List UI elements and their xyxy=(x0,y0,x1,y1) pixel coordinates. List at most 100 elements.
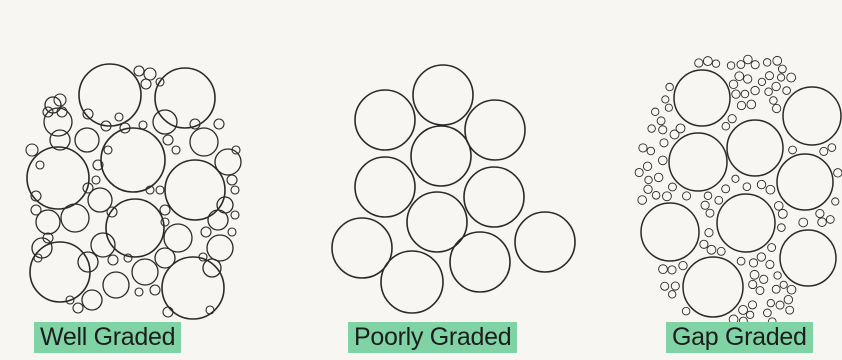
small-particle xyxy=(26,144,38,156)
gap-graded-particles xyxy=(620,0,842,330)
fine-particle xyxy=(741,90,749,98)
fine-particle xyxy=(715,196,723,204)
fine-particle xyxy=(679,261,687,269)
fine-particle xyxy=(717,247,725,255)
fine-particle xyxy=(772,285,780,293)
uniform-particle xyxy=(450,232,510,292)
uniform-particle xyxy=(515,212,575,272)
small-particle xyxy=(108,255,118,265)
fine-particle xyxy=(777,74,784,81)
fine-particle xyxy=(695,59,703,67)
fine-particle xyxy=(737,61,745,69)
small-particle xyxy=(161,218,169,226)
fine-particle xyxy=(778,209,787,218)
fine-particle xyxy=(682,307,690,315)
fine-particle xyxy=(778,224,786,232)
fine-particle xyxy=(644,185,652,193)
fine-particle xyxy=(662,192,671,201)
small-particle xyxy=(163,135,173,145)
fine-particle xyxy=(748,301,756,309)
fine-particle xyxy=(722,122,730,130)
fine-particle xyxy=(789,146,797,154)
medium-particle xyxy=(203,259,221,277)
fine-particle xyxy=(787,285,796,294)
fine-particle xyxy=(772,82,781,91)
fine-particle xyxy=(643,162,651,170)
fine-particle xyxy=(661,282,669,290)
small-particle xyxy=(231,211,239,219)
small-particle xyxy=(115,113,123,121)
medium-particle xyxy=(155,248,175,268)
fine-particle xyxy=(728,115,736,123)
fine-particle xyxy=(799,218,808,227)
fine-particle xyxy=(703,57,712,66)
fine-particle xyxy=(751,61,759,69)
fine-particle xyxy=(826,216,834,224)
fine-particle xyxy=(658,156,667,165)
small-particle xyxy=(228,228,236,236)
fine-particle xyxy=(668,291,675,298)
fine-particle xyxy=(774,202,783,211)
small-particle xyxy=(92,176,100,184)
medium-particle xyxy=(132,259,158,285)
fine-particle xyxy=(744,75,752,83)
fine-particle xyxy=(707,245,716,254)
small-particle xyxy=(104,146,112,154)
fine-particle xyxy=(820,147,828,155)
fine-particle xyxy=(657,117,665,125)
fine-particle xyxy=(722,185,730,193)
medium-particle xyxy=(215,149,241,175)
small-particle xyxy=(107,207,117,217)
fine-particle xyxy=(818,218,827,227)
fine-particle xyxy=(727,62,735,70)
fine-particle xyxy=(648,125,656,133)
fine-particle xyxy=(783,87,791,95)
fine-particle xyxy=(665,104,672,111)
fine-particle xyxy=(773,56,782,65)
fine-particle xyxy=(735,72,744,81)
large-particle xyxy=(683,257,743,317)
large-particle xyxy=(783,87,841,145)
fine-particle xyxy=(816,209,824,217)
uniform-particle xyxy=(464,167,524,227)
fine-particle xyxy=(757,180,765,188)
large-particle xyxy=(669,133,727,191)
fine-particle xyxy=(739,305,748,314)
large-particle xyxy=(30,242,90,302)
fine-particle xyxy=(787,73,796,82)
fine-particle xyxy=(776,301,784,309)
medium-particle xyxy=(61,204,89,232)
fine-particle xyxy=(660,139,668,147)
fine-particle xyxy=(747,100,756,109)
uniform-particle xyxy=(411,126,471,186)
small-particle xyxy=(144,68,156,80)
fine-particle xyxy=(746,311,753,318)
medium-particle xyxy=(44,108,72,136)
large-particle xyxy=(674,70,730,126)
fine-particle xyxy=(705,229,713,237)
fine-particle xyxy=(666,83,674,91)
fine-particle xyxy=(767,299,774,306)
fine-particle xyxy=(786,306,794,314)
fine-particle xyxy=(729,80,738,89)
fine-particle xyxy=(700,240,708,248)
fine-particle xyxy=(780,281,787,288)
medium-particle xyxy=(207,235,233,261)
fine-particle xyxy=(749,280,757,288)
medium-particle xyxy=(190,128,218,156)
fine-particle xyxy=(647,147,655,155)
medium-particle xyxy=(164,224,192,252)
fine-particle xyxy=(744,55,753,64)
fine-particle xyxy=(757,253,765,261)
small-particle xyxy=(73,303,83,313)
fine-particle xyxy=(763,59,771,67)
fine-particle xyxy=(750,270,759,279)
fine-particle xyxy=(737,257,745,265)
medium-particle xyxy=(217,197,233,213)
fine-particle xyxy=(774,272,781,279)
large-particle xyxy=(165,160,225,220)
small-particle xyxy=(206,306,214,314)
large-particle xyxy=(101,128,165,192)
fine-particle xyxy=(766,260,774,268)
uniform-particle xyxy=(407,192,467,252)
